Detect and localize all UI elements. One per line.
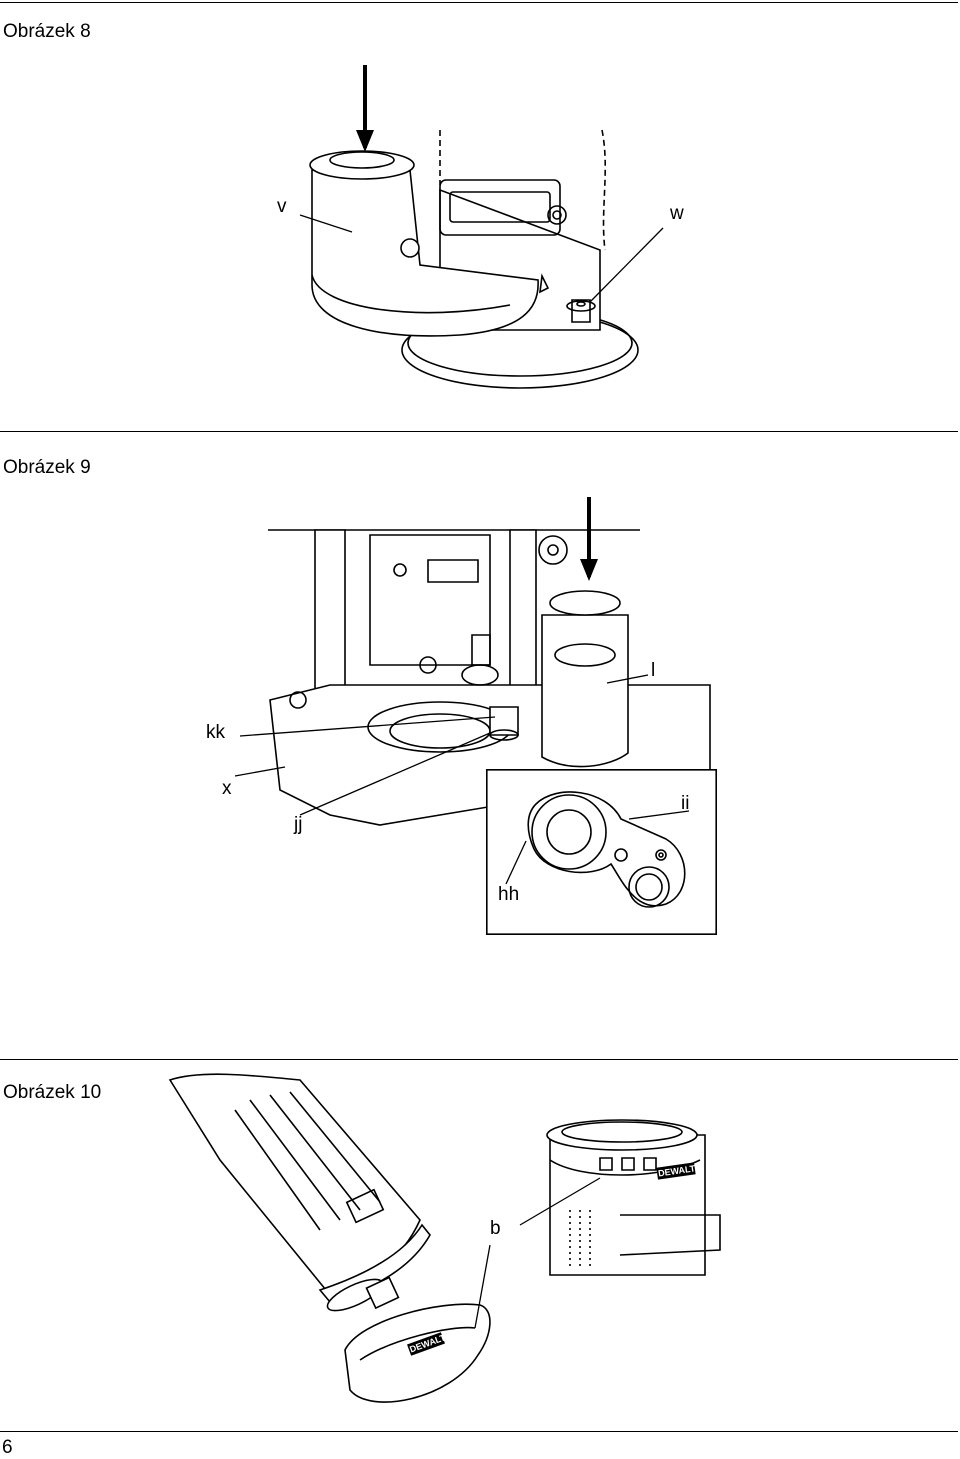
figure-10-illustration: DEWALT DEWALT — [160, 1070, 730, 1415]
label-b: b — [490, 1218, 501, 1239]
figure-8-illustration — [300, 60, 650, 395]
label-hh: hh — [498, 884, 520, 905]
figure-8-top-rule — [0, 2, 958, 3]
label-x: x — [222, 778, 232, 799]
figure-10-title: Obrázek 10 — [3, 1082, 102, 1103]
label-l: l — [651, 660, 656, 681]
figure-8-title: Obrázek 8 — [3, 21, 91, 42]
label-w: w — [670, 203, 684, 224]
detail-inset — [486, 769, 717, 935]
page-number: 6 — [2, 1437, 13, 1458]
footer-rule — [0, 1431, 958, 1432]
figure-9-title: Obrázek 9 — [3, 457, 91, 478]
figure-9-top-rule — [0, 431, 958, 432]
label-ii: ii — [681, 793, 690, 814]
label-jj: jj — [294, 814, 303, 835]
label-v: v — [277, 196, 287, 217]
figure-10-top-rule — [0, 1059, 958, 1060]
label-kk: kk — [206, 722, 225, 743]
